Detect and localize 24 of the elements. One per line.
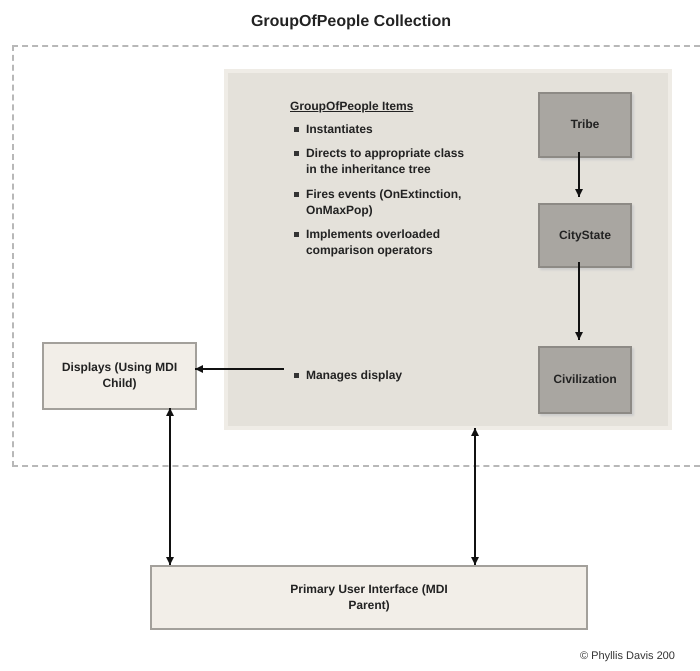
arrow <box>575 152 583 197</box>
box-label: CityState <box>558 228 611 244</box>
box-label: Primary User Interface (MDI Parent) <box>289 582 449 614</box>
copyright-note: © Phyllis Davis 200 <box>580 650 675 662</box>
arrow <box>471 428 479 565</box>
class-box <box>538 92 632 158</box>
arrow <box>575 262 583 340</box>
list-item: Directs to appropriate class in the inheritance tree <box>306 145 466 178</box>
box-label: Displays (Using MDI Child) <box>60 360 178 392</box>
class-box <box>538 346 632 414</box>
process-box <box>150 565 588 630</box>
panel <box>224 69 672 430</box>
collection-title: GroupOfPeople Collection <box>250 13 452 31</box>
box-label: Civilization <box>553 372 617 388</box>
list-item: Instantiates <box>306 121 373 138</box>
arrow <box>166 408 174 565</box>
list-item: Manages display <box>306 366 402 384</box>
list-item: Implements overloaded comparison operators <box>306 226 442 258</box>
box-label: Tribe <box>570 117 600 133</box>
class-box <box>538 203 632 268</box>
process-box <box>42 342 197 410</box>
arrow <box>195 365 284 373</box>
list-item: Fires events (OnExtinction, OnMaxPop) <box>306 186 462 218</box>
panel-heading: GroupOfPeople Items <box>290 99 414 113</box>
